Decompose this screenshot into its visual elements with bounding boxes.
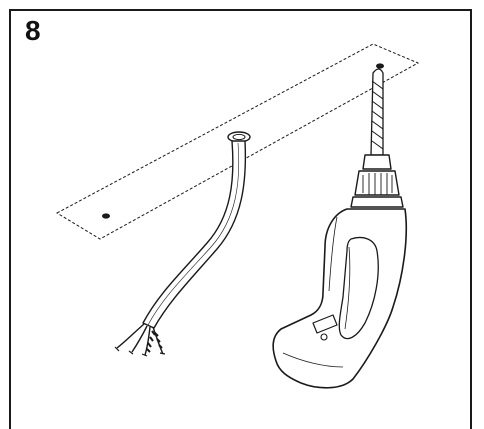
drill-handle-cutout <box>338 236 379 340</box>
template-hole-left <box>102 213 110 219</box>
drill-chuck <box>350 154 404 208</box>
drill-body <box>272 208 408 389</box>
power-cable <box>114 131 251 357</box>
step-illustration <box>55 43 420 389</box>
drill-trigger <box>312 314 338 334</box>
power-drill <box>272 68 408 389</box>
step-number: 8 <box>25 15 41 46</box>
stripped-wires <box>114 323 166 357</box>
mounting-template <box>55 43 420 240</box>
template-hole-right <box>376 63 384 69</box>
instruction-step-panel: 8 <box>9 9 472 429</box>
drill-screw <box>320 333 328 341</box>
cable-jacket <box>142 140 247 329</box>
template-outline <box>55 43 420 240</box>
drill-bit <box>370 68 384 156</box>
